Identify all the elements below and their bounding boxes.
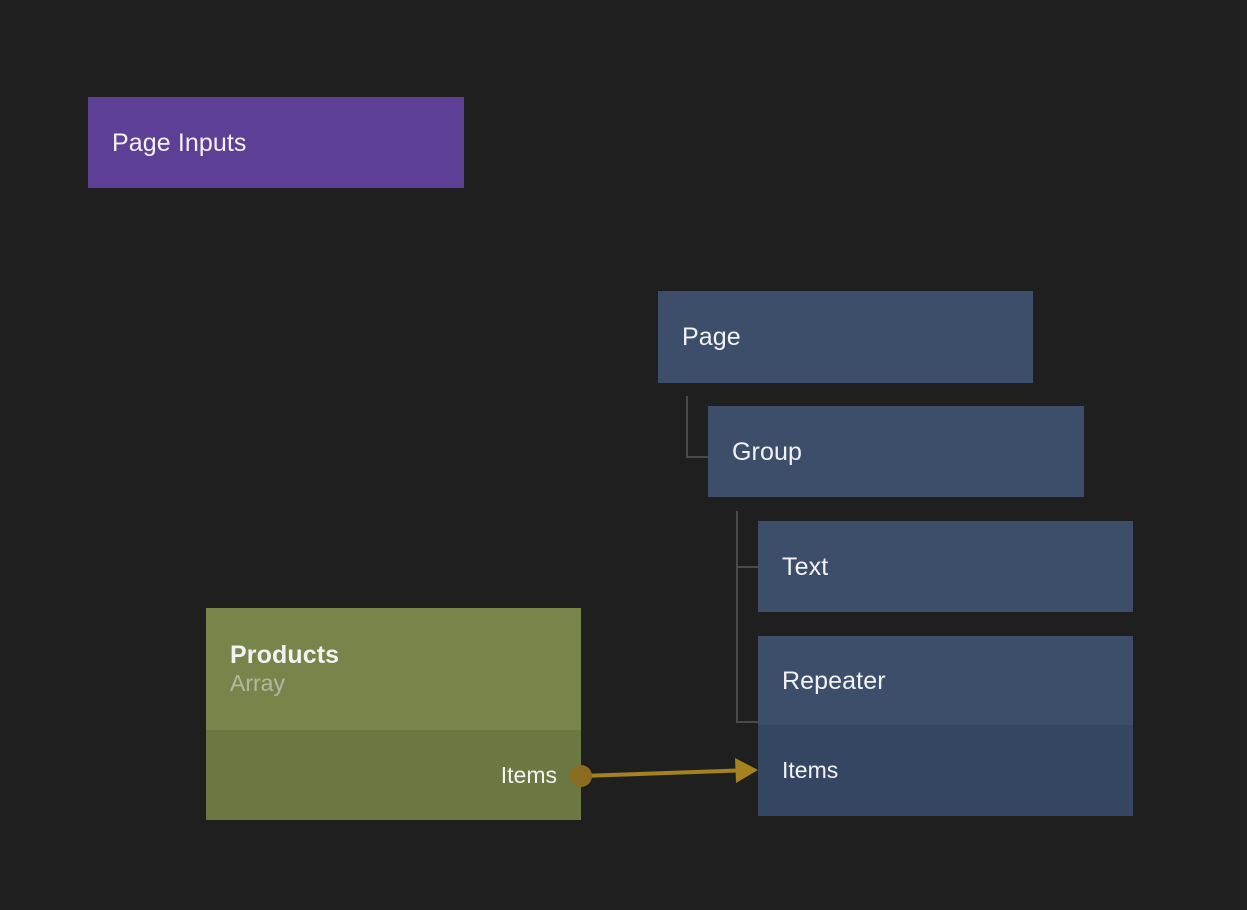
node-text[interactable]: Text <box>758 521 1133 612</box>
tree-connector-page-group-horizontal <box>686 456 708 458</box>
node-group[interactable]: Group <box>708 406 1084 497</box>
tree-connector-group-repeater-branch <box>736 721 758 723</box>
edge-arrowhead <box>735 758 758 783</box>
node-repeater-port-items[interactable]: Items <box>758 725 1133 816</box>
node-products-port-items[interactable]: Items <box>206 730 581 820</box>
edge-products-items-to-repeater-items[interactable] <box>570 758 758 787</box>
node-repeater-header: Repeater <box>758 636 1133 725</box>
node-repeater-port-items-label: Items <box>782 757 839 783</box>
tree-connector-group-text-branch <box>736 566 758 568</box>
node-page-inputs[interactable]: Page Inputs <box>88 97 464 188</box>
node-products[interactable]: Products Array Items <box>206 608 581 820</box>
node-page-inputs-title: Page Inputs <box>112 128 247 157</box>
node-page[interactable]: Page <box>658 291 1033 383</box>
node-products-port-items-label: Items <box>500 761 557 788</box>
tree-connector-page-group-vertical <box>686 396 688 458</box>
tree-connector-group-children-trunk <box>736 511 738 723</box>
node-page-header: Page <box>658 291 1033 383</box>
node-text-title: Text <box>782 552 829 581</box>
node-products-header: Products Array <box>206 608 581 730</box>
node-repeater-title: Repeater <box>782 666 886 695</box>
node-page-title: Page <box>682 323 741 351</box>
node-products-subtitle: Array <box>230 670 285 697</box>
node-repeater[interactable]: Repeater Items <box>758 636 1133 816</box>
node-page-inputs-header: Page Inputs <box>88 97 464 188</box>
node-group-header: Group <box>708 406 1084 497</box>
node-group-title: Group <box>732 437 802 466</box>
node-text-header: Text <box>758 521 1133 612</box>
node-products-title: Products <box>230 641 340 670</box>
edge-line <box>580 768 753 778</box>
